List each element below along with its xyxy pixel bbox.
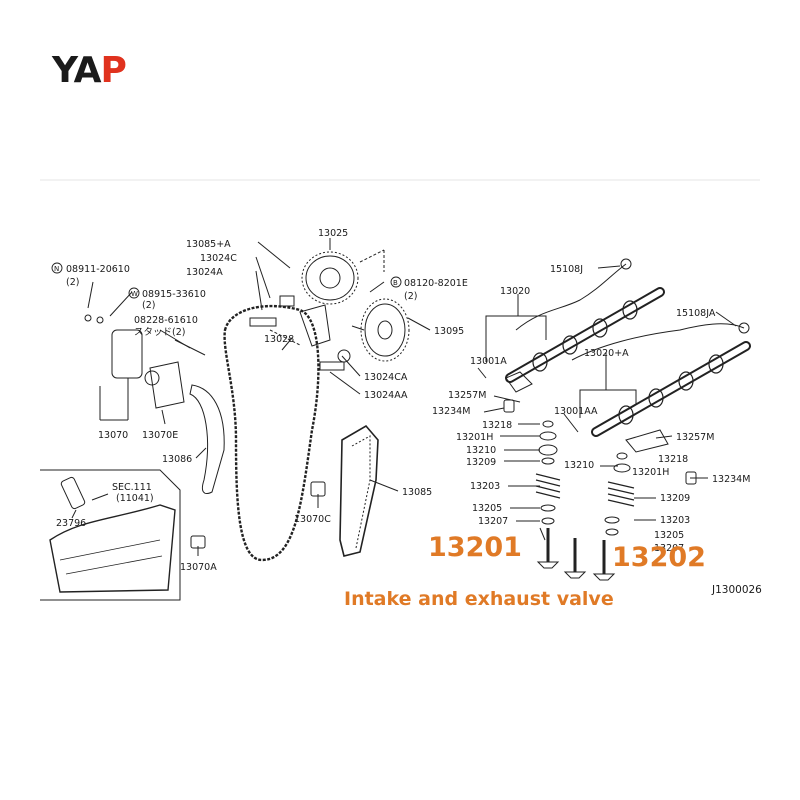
label-13024c: 13024C bbox=[200, 253, 237, 264]
logo-letter-p: P bbox=[100, 50, 127, 91]
label-13257m-left: 13257M bbox=[448, 390, 486, 401]
label-13024ca: 13024CA bbox=[364, 372, 408, 383]
label-13257m-right: 13257M bbox=[676, 432, 714, 443]
b-marker-icon: B bbox=[393, 279, 398, 287]
label-08911-qty: (2) bbox=[66, 277, 79, 288]
label-13205-left: 13205 bbox=[472, 503, 502, 514]
label-13070a: 13070A bbox=[180, 562, 217, 573]
label-08915-qty: (2) bbox=[142, 300, 155, 311]
label-13207-left: 13207 bbox=[478, 516, 508, 527]
label-13209-left: 13209 bbox=[466, 457, 496, 468]
label-13020-a: 13020+A bbox=[584, 348, 629, 359]
label-08911-20610: 08911-20610 bbox=[66, 264, 130, 275]
label-13234m-left: 13234M bbox=[432, 406, 470, 417]
label-13218-left: 13218 bbox=[482, 420, 512, 431]
label-08120-qty: (2) bbox=[404, 291, 417, 302]
label-13001a: 13001A bbox=[470, 356, 507, 367]
label-15108ja: 15108JA bbox=[676, 308, 716, 319]
label-13025: 13025 bbox=[318, 228, 348, 239]
label-13209-right: 13209 bbox=[660, 493, 690, 504]
caption-intake-exhaust-valve: Intake and exhaust valve bbox=[344, 588, 614, 610]
label-13028: 13028 bbox=[264, 334, 294, 345]
label-13201h-right: 13201H bbox=[632, 467, 669, 478]
diagram-ref-code: J1300026 bbox=[712, 584, 762, 596]
label-13234m-right: 13234M bbox=[712, 474, 750, 485]
label-13001aa: 13001AA bbox=[554, 406, 598, 417]
logo-letter-y: Y bbox=[52, 50, 75, 91]
w-marker-icon: W bbox=[131, 290, 138, 298]
callout-13202: 13202 bbox=[612, 542, 706, 573]
label-13095: 13095 bbox=[434, 326, 464, 337]
logo-letter-a: A bbox=[73, 50, 102, 91]
label-13201h-left: 13201H bbox=[456, 432, 493, 443]
label-13210-left: 13210 bbox=[466, 445, 496, 456]
label-13070: 13070 bbox=[98, 430, 128, 441]
label-13070e: 13070E bbox=[142, 430, 178, 441]
label-08228-qty: スタッド(2) bbox=[134, 327, 185, 338]
label-08228-61610: 08228-61610 bbox=[134, 315, 198, 326]
label-23796: 23796 bbox=[56, 518, 86, 529]
label-13024a: 13024A bbox=[186, 267, 223, 278]
label-13070c: 13070C bbox=[294, 514, 331, 525]
label-13020: 13020 bbox=[500, 286, 530, 297]
n-marker-icon: N bbox=[54, 265, 59, 273]
label-13205-right: 13205 bbox=[654, 530, 684, 541]
label-08915-33610: 08915-33610 bbox=[142, 289, 206, 300]
label-15108j: 15108J bbox=[550, 264, 583, 275]
callout-13201: 13201 bbox=[428, 532, 522, 563]
label-sec-111-sub: (11041) bbox=[116, 493, 154, 504]
label-13218-right: 13218 bbox=[658, 454, 688, 465]
yap-logo: YAP bbox=[52, 50, 127, 91]
label-13203-right: 13203 bbox=[660, 515, 690, 526]
label-13085-a: 13085+A bbox=[186, 239, 231, 250]
label-13024aa: 13024AA bbox=[364, 390, 408, 401]
label-08120-8201e: 08120-8201E bbox=[404, 278, 468, 289]
label-13085: 13085 bbox=[402, 487, 432, 498]
label-13207-right: 13207 bbox=[654, 543, 684, 554]
label-13086: 13086 bbox=[162, 454, 192, 465]
label-13203-left: 13203 bbox=[470, 481, 500, 492]
label-sec-111: SEC.111 bbox=[112, 482, 152, 493]
label-13210-right: 13210 bbox=[564, 460, 594, 471]
